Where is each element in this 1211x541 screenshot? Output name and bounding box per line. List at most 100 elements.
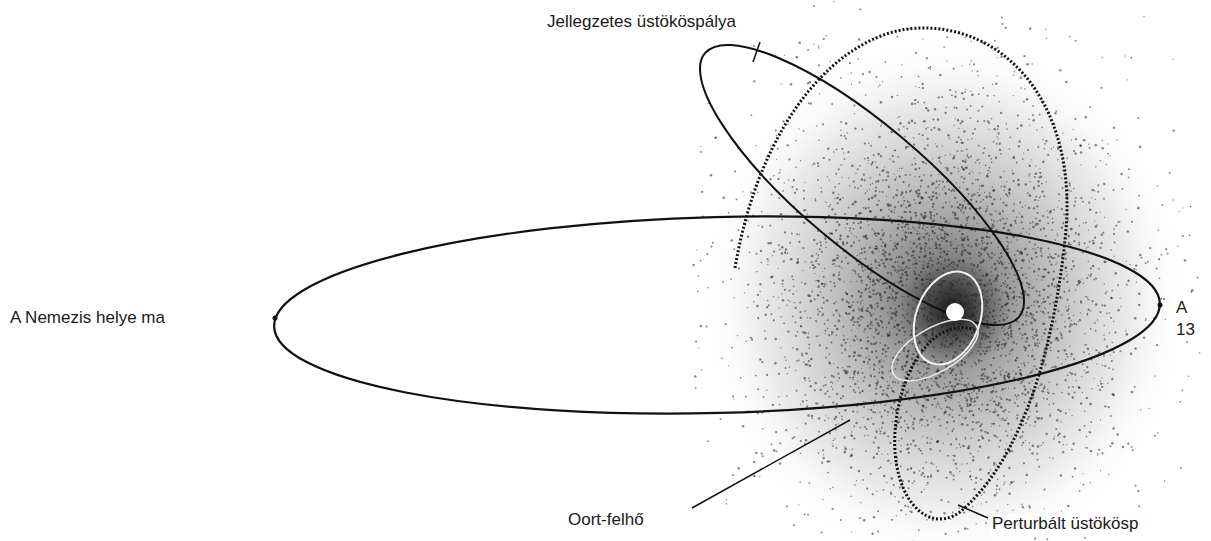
stipple-dot xyxy=(974,230,976,232)
stipple-dot xyxy=(773,296,774,297)
stipple-dot xyxy=(887,300,889,302)
stipple-dot xyxy=(817,285,820,288)
stipple-dot xyxy=(1034,425,1035,426)
stipple-dot xyxy=(879,293,881,295)
stipple-dot xyxy=(773,250,775,252)
stipple-dot xyxy=(948,414,950,416)
stipple-dot xyxy=(890,376,891,377)
stipple-dot xyxy=(1055,428,1057,430)
stipple-dot xyxy=(786,144,788,146)
stipple-dot xyxy=(994,377,996,379)
stipple-dot xyxy=(878,467,880,469)
stipple-dot xyxy=(857,187,859,189)
stipple-dot xyxy=(1021,297,1023,299)
stipple-dot xyxy=(1086,397,1088,399)
stipple-dot xyxy=(845,312,847,314)
stipple-dot xyxy=(1113,189,1115,191)
stipple-dot xyxy=(989,410,991,412)
stipple-dot xyxy=(1094,322,1096,324)
stipple-dot xyxy=(901,238,903,240)
stipple-dot xyxy=(1016,357,1018,359)
stipple-dot xyxy=(845,137,847,139)
stipple-dot xyxy=(923,102,925,104)
stipple-dot xyxy=(1010,224,1012,226)
stipple-dot xyxy=(1003,375,1005,377)
stipple-dot xyxy=(779,442,781,444)
stipple-dot xyxy=(1014,402,1016,404)
stipple-dot xyxy=(747,235,749,237)
stipple-dot xyxy=(956,248,958,250)
stipple-dot xyxy=(905,271,907,273)
stipple-dot xyxy=(997,47,999,49)
stipple-dot xyxy=(976,214,977,215)
stipple-dot xyxy=(1056,233,1057,234)
stipple-dot xyxy=(974,128,976,130)
stipple-dot xyxy=(784,182,785,183)
stipple-dot xyxy=(1066,309,1068,311)
stipple-dot xyxy=(1128,176,1130,178)
stipple-dot xyxy=(761,452,763,454)
stipple-dot xyxy=(955,251,957,253)
stipple-dot xyxy=(1190,291,1192,293)
stipple-dot xyxy=(900,267,901,268)
stipple-dot xyxy=(891,519,893,521)
stipple-dot xyxy=(992,186,994,188)
stipple-dot xyxy=(1043,398,1044,399)
stipple-dot xyxy=(881,393,883,395)
stipple-dot xyxy=(912,421,914,423)
stipple-dot xyxy=(793,302,795,304)
stipple-dot xyxy=(1036,453,1038,455)
stipple-dot xyxy=(976,159,978,161)
stipple-dot xyxy=(907,200,909,202)
stipple-dot xyxy=(1164,480,1165,481)
stipple-dot xyxy=(1139,254,1142,257)
stipple-dot xyxy=(956,468,958,470)
stipple-dot xyxy=(971,60,973,62)
stipple-dot xyxy=(870,314,872,316)
stipple-dot xyxy=(869,247,871,249)
stipple-dot xyxy=(963,200,965,202)
stipple-dot xyxy=(980,425,981,426)
stipple-dot xyxy=(987,209,988,210)
stipple-dot xyxy=(1058,193,1060,195)
stipple-dot xyxy=(906,361,908,363)
stipple-dot xyxy=(821,462,823,464)
stipple-dot xyxy=(997,348,999,350)
stipple-dot xyxy=(924,212,926,214)
stipple-dot xyxy=(870,177,872,179)
stipple-dot xyxy=(910,232,912,234)
stipple-dot xyxy=(852,377,854,379)
stipple-dot xyxy=(798,504,799,505)
stipple-dot xyxy=(859,8,861,10)
stipple-dot xyxy=(801,281,803,283)
stipple-dot xyxy=(986,381,988,383)
stipple-dot xyxy=(1039,219,1042,222)
stipple-dot xyxy=(883,489,885,491)
stipple-dot xyxy=(1043,195,1045,197)
stipple-dot xyxy=(1117,433,1119,435)
stipple-dot xyxy=(841,352,843,354)
stipple-dot xyxy=(1112,342,1114,344)
stipple-dot xyxy=(1000,406,1002,408)
stipple-dot xyxy=(1104,283,1105,284)
stipple-dot xyxy=(1013,311,1014,312)
stipple-dot xyxy=(878,451,879,452)
stipple-dot xyxy=(1039,291,1041,293)
stipple-dot xyxy=(1039,172,1041,174)
stipple-dot xyxy=(898,257,900,259)
stipple-dot xyxy=(846,313,848,315)
stipple-dot xyxy=(870,210,872,212)
stipple-dot xyxy=(1080,312,1081,313)
stipple-dot xyxy=(907,146,909,148)
stipple-dot xyxy=(1125,55,1126,56)
stipple-dot xyxy=(760,250,762,252)
stipple-dot xyxy=(1167,253,1169,255)
stipple-dot xyxy=(969,63,970,64)
stipple-dot xyxy=(980,201,982,203)
stipple-dot xyxy=(954,197,956,199)
stipple-dot xyxy=(861,295,863,297)
stipple-dot xyxy=(1107,406,1109,408)
stipple-dot xyxy=(1043,332,1045,334)
stipple-dot xyxy=(903,196,905,198)
stipple-dot xyxy=(895,368,897,370)
